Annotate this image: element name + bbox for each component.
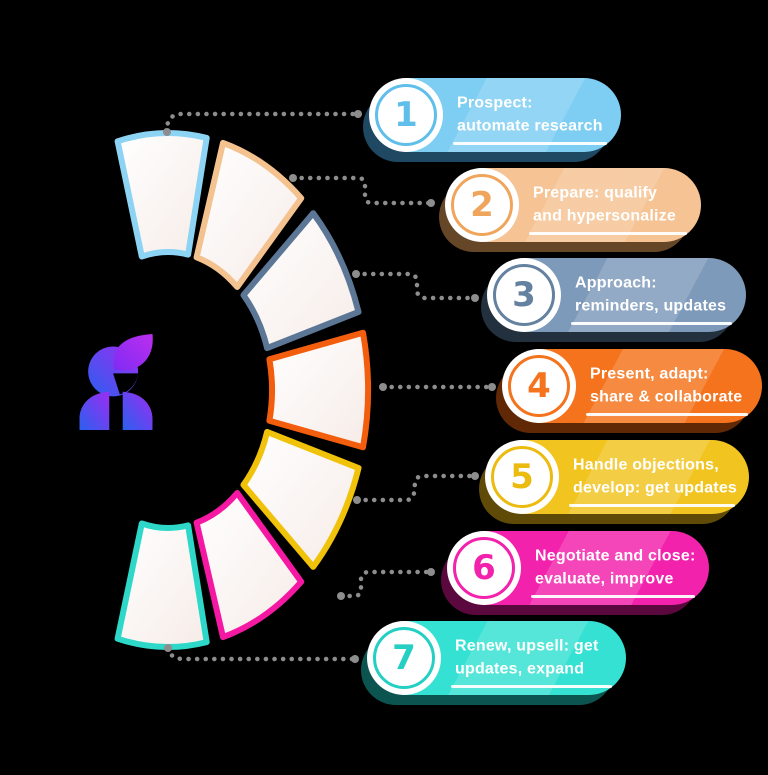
pill-underline: [529, 232, 687, 235]
connector-end-dot: [471, 294, 479, 302]
connector-end-dot: [337, 592, 345, 600]
connector-6: [338, 569, 434, 599]
step-number: 5: [510, 457, 534, 497]
step-number: 3: [512, 275, 536, 315]
connector-7: [165, 645, 358, 662]
pill-underline: [586, 413, 748, 416]
step-label-line2: share & collaborate: [590, 388, 743, 405]
step-2-label: Prepare: qualify and hypersonalize: [533, 182, 676, 227]
logo-left-shoulder: [79, 391, 110, 430]
step-2-number-badge: 2: [451, 174, 513, 236]
connector-end-dot: [351, 655, 359, 663]
step-4-pill: 4 Present, adapt: share & collaborate: [504, 349, 762, 423]
step-label-line2: and hypersonalize: [533, 207, 676, 224]
step-1-label: Prospect: automate research: [457, 92, 603, 137]
step-3-number-badge: 3: [493, 264, 555, 326]
logo-notch: [113, 373, 139, 395]
step-label-line1: Prepare: qualify: [533, 184, 658, 202]
step-label-line1: Prospect:: [457, 94, 533, 112]
connector-end-dot: [289, 174, 297, 182]
step-7-pill: 7 Renew, upsell: get updates, expand: [369, 621, 626, 695]
connector-end-dot: [164, 644, 172, 652]
step-7-label: Renew, upsell: get updates, expand: [455, 635, 598, 680]
step-1-number-badge: 1: [375, 84, 437, 146]
logo-petal: [113, 334, 153, 371]
step-3-label: Approach: reminders, updates: [575, 272, 726, 317]
funnel-segment-1: [114, 130, 210, 260]
logo-right-shoulder: [122, 391, 153, 430]
connector-end-dot: [354, 110, 362, 118]
step-label-line2: automate research: [457, 117, 603, 134]
step-1-pill: 1 Prospect: automate research: [371, 78, 621, 152]
step-label-line1: Present, adapt:: [590, 365, 709, 383]
connector-end-dot: [471, 472, 479, 480]
step-label-line1: Negotiate and close:: [535, 547, 696, 565]
step-5-number-badge: 5: [491, 446, 553, 508]
connector-1: [164, 111, 361, 135]
funnel-segment-6: [193, 490, 305, 641]
pill-underline: [531, 595, 695, 598]
step-label-line2: evaluate, improve: [535, 570, 674, 587]
connector-end-dot: [427, 568, 435, 576]
step-5-pill: 5 Handle objections, develop: get update…: [487, 440, 749, 514]
pill-underline: [451, 685, 612, 688]
funnel-segment-3: [240, 210, 362, 352]
connector-2: [290, 175, 434, 206]
step-label-line1: Renew, upsell: get: [455, 637, 599, 655]
step-6-label: Negotiate and close: evaluate, improve: [535, 545, 695, 590]
connector-end-dot: [427, 199, 435, 207]
connector-end-dot: [163, 128, 171, 136]
pill-underline: [569, 504, 735, 507]
connector-end-dot: [352, 270, 360, 278]
step-4-number-badge: 4: [508, 355, 570, 417]
connector-5: [354, 473, 478, 503]
step-3-pill: 3 Approach: reminders, updates: [489, 258, 746, 332]
step-number: 2: [470, 185, 494, 225]
step-7-number-badge: 7: [373, 627, 435, 689]
step-label-line2: reminders, updates: [575, 297, 727, 314]
funnel-segment-5: [240, 428, 362, 570]
connector-end-dot: [379, 383, 387, 391]
step-4-label: Present, adapt: share & collaborate: [590, 363, 742, 408]
step-number: 1: [394, 95, 418, 135]
step-label-line2: develop: get updates: [573, 479, 738, 496]
funnel-segment-7: [114, 520, 210, 650]
step-number: 7: [392, 638, 416, 678]
connector-3: [353, 271, 478, 301]
step-2-pill: 2 Prepare: qualify and hypersonalize: [447, 168, 701, 242]
step-label-line1: Handle objections,: [573, 456, 719, 474]
step-6-pill: 6 Negotiate and close: evaluate, improve: [449, 531, 709, 605]
step-6-number-badge: 6: [453, 537, 515, 599]
step-label-line1: Approach:: [575, 274, 657, 292]
pill-underline: [453, 142, 607, 145]
funnel-segment-2: [193, 139, 305, 290]
step-number: 6: [472, 548, 496, 588]
step-number: 4: [527, 366, 551, 406]
funnel-segment-4: [266, 329, 371, 451]
pill-underline: [571, 322, 732, 325]
step-label-line2: updates, expand: [455, 660, 585, 677]
step-5-label: Handle objections, develop: get updates: [573, 454, 737, 499]
brand-logo: [79, 334, 153, 430]
connector-end-dot: [353, 496, 361, 504]
connector-end-dot: [488, 383, 496, 391]
